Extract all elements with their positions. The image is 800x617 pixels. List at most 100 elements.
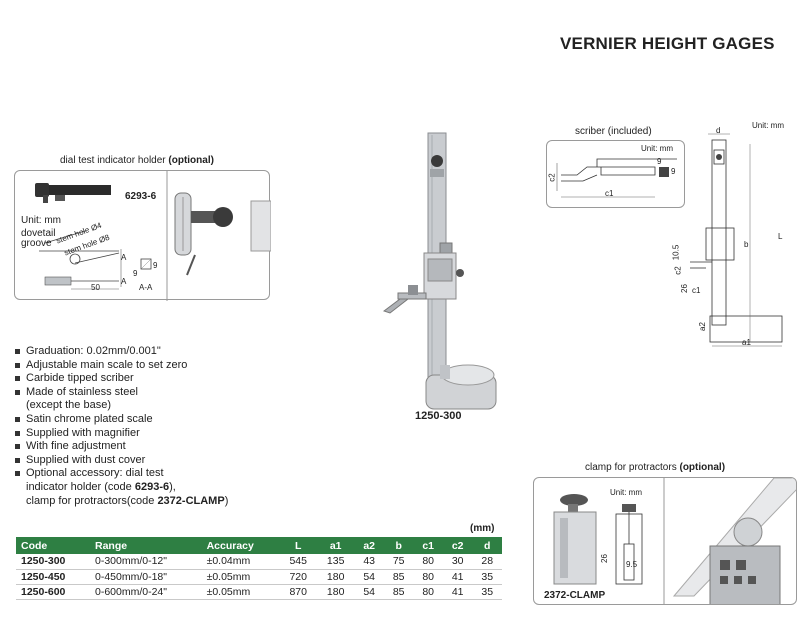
dovetail-label-1: dovetail [21, 228, 56, 239]
table-row: 1250-300 0-300mm/0-12" ±0.04mm 545 135 4… [16, 554, 502, 570]
dim-L: L [778, 232, 783, 241]
cell-L: 870 [279, 584, 317, 600]
cell-d: 28 [472, 554, 502, 570]
feature-list: Graduation: 0.02mm/0.001" Adjustable mai… [14, 345, 228, 508]
holder-part-code: 6293-6 [125, 191, 157, 202]
feature-item: Supplied with magnifier [14, 427, 228, 441]
cell-a1: 135 [316, 554, 355, 570]
cell-c2: 41 [442, 584, 473, 600]
height-gage-illustration [382, 132, 497, 410]
cell-a2: 54 [354, 569, 384, 585]
cell-d: 35 [472, 569, 502, 585]
dim-26: 26 [679, 284, 689, 293]
feature-item-continuation: (except the base) [26, 399, 111, 412]
col-L: L [279, 537, 317, 554]
clamp-caption: clamp for protractors (optional) [585, 462, 726, 473]
table-header-row: Code Range Accuracy L a1 a2 b c1 c2 d [16, 537, 502, 554]
feature-item: Supplied with dust cover [14, 454, 228, 468]
holder-unit: Unit: mm [21, 215, 61, 226]
clamp-illustration [553, 478, 796, 604]
clamp-part-code: 2372-CLAMP [544, 590, 606, 601]
scriber-drawing [556, 158, 677, 198]
dim-50: 50 [91, 283, 100, 292]
cell-b: 75 [383, 554, 414, 570]
col-code: Code [16, 537, 90, 554]
col-range: Range [89, 537, 202, 554]
cell-b: 85 [383, 584, 414, 600]
dim-a1: a1 [742, 338, 751, 347]
dim-b: b [744, 240, 749, 249]
dim-10-5: 10.5 [671, 244, 681, 261]
cell-c1: 80 [413, 584, 443, 600]
feature-item: Carbide tipped scriber [14, 372, 228, 386]
col-a1: a1 [316, 537, 355, 554]
section-a-bottom: A [121, 277, 127, 286]
holder-panel: 6293-6 Unit: mm dovetail groove stem hol… [14, 170, 272, 301]
feature-item: With fine adjustment [14, 440, 228, 454]
holder-caption: dial test indicator holder (optional) [60, 155, 214, 166]
scriber-unit: Unit: mm [641, 144, 673, 153]
scriber-9a: 9 [657, 157, 662, 166]
cell-code: 1250-300 [16, 554, 90, 570]
clamp-dim-26: 26 [599, 554, 609, 563]
cell-L: 545 [279, 554, 317, 570]
table-unit: (mm) [470, 523, 495, 534]
clamp-panel: Unit: mm 26 9.5 2372-CLAMP [533, 477, 797, 605]
col-c1: c1 [413, 537, 443, 554]
cell-a2: 43 [354, 554, 384, 570]
table-row: 1250-450 0-450mm/0-18" ±0.05mm 720 180 5… [16, 569, 502, 585]
dim-d: d [716, 126, 721, 135]
dovetail-label-2: groove [21, 238, 52, 249]
section-aa-label: A-A [139, 283, 153, 292]
gage-unit: Unit: mm [752, 121, 784, 130]
scriber-caption: scriber (included) [575, 126, 652, 137]
scriber-panel: Unit: mm c2 c1 9 9 [546, 140, 685, 208]
cell-a1: 180 [316, 569, 355, 585]
col-accuracy: Accuracy [201, 537, 280, 554]
col-b: b [383, 537, 414, 554]
cell-code: 1250-450 [16, 569, 90, 585]
dim-c1: c1 [692, 286, 701, 295]
spec-table: Code Range Accuracy L a1 a2 b c1 c2 d 12… [16, 537, 502, 600]
cell-a1: 180 [316, 584, 355, 600]
cell-c1: 80 [413, 569, 443, 585]
col-c2: c2 [442, 537, 473, 554]
main-product-code: 1250-300 [415, 410, 462, 422]
feature-item: Satin chrome plated scale [14, 413, 228, 427]
section-a-top: A [121, 253, 127, 262]
scriber-c2: c2 [547, 173, 557, 182]
cell-range: 0-450mm/0-18" [89, 569, 202, 585]
cell-code: 1250-600 [16, 584, 90, 600]
clamp-unit: Unit: mm [610, 488, 642, 497]
cell-c2: 30 [442, 554, 473, 570]
col-a2: a2 [354, 537, 384, 554]
cell-accuracy: ±0.04mm [201, 554, 280, 570]
gage-dimension-drawing [690, 133, 783, 347]
cell-L: 720 [279, 569, 317, 585]
feature-item: Adjustable main scale to set zero [14, 359, 228, 373]
cell-a2: 54 [354, 584, 384, 600]
col-d: d [472, 537, 502, 554]
cell-range: 0-300mm/0-12" [89, 554, 202, 570]
table-row: 1250-600 0-600mm/0-24" ±0.05mm 870 180 5… [16, 584, 502, 600]
cell-c2: 41 [442, 569, 473, 585]
feature-item: Made of stainless steel [14, 386, 228, 400]
dim-9-right: 9 [153, 261, 158, 270]
scriber-c1: c1 [605, 189, 614, 198]
scriber-9b: 9 [671, 167, 676, 176]
feature-item-continuation: indicator holder (code 6293-6), [26, 480, 176, 493]
dim-9-left: 9 [133, 269, 138, 278]
clamp-dim-9-5: 9.5 [626, 560, 638, 569]
cell-c1: 80 [413, 554, 443, 570]
cell-accuracy: ±0.05mm [201, 569, 280, 585]
dim-c2: c2 [673, 266, 683, 275]
feature-item: Optional accessory: dial test [14, 467, 228, 481]
cell-range: 0-600mm/0-24" [89, 584, 202, 600]
cell-accuracy: ±0.05mm [201, 584, 280, 600]
cell-b: 85 [383, 569, 414, 585]
cell-d: 35 [472, 584, 502, 600]
dim-a2: a2 [697, 322, 707, 331]
feature-item: Graduation: 0.02mm/0.001" [14, 345, 228, 359]
feature-item-continuation: clamp for protractors(code 2372-CLAMP) [26, 494, 229, 507]
page-title: VERNIER HEIGHT GAGES [560, 34, 775, 53]
